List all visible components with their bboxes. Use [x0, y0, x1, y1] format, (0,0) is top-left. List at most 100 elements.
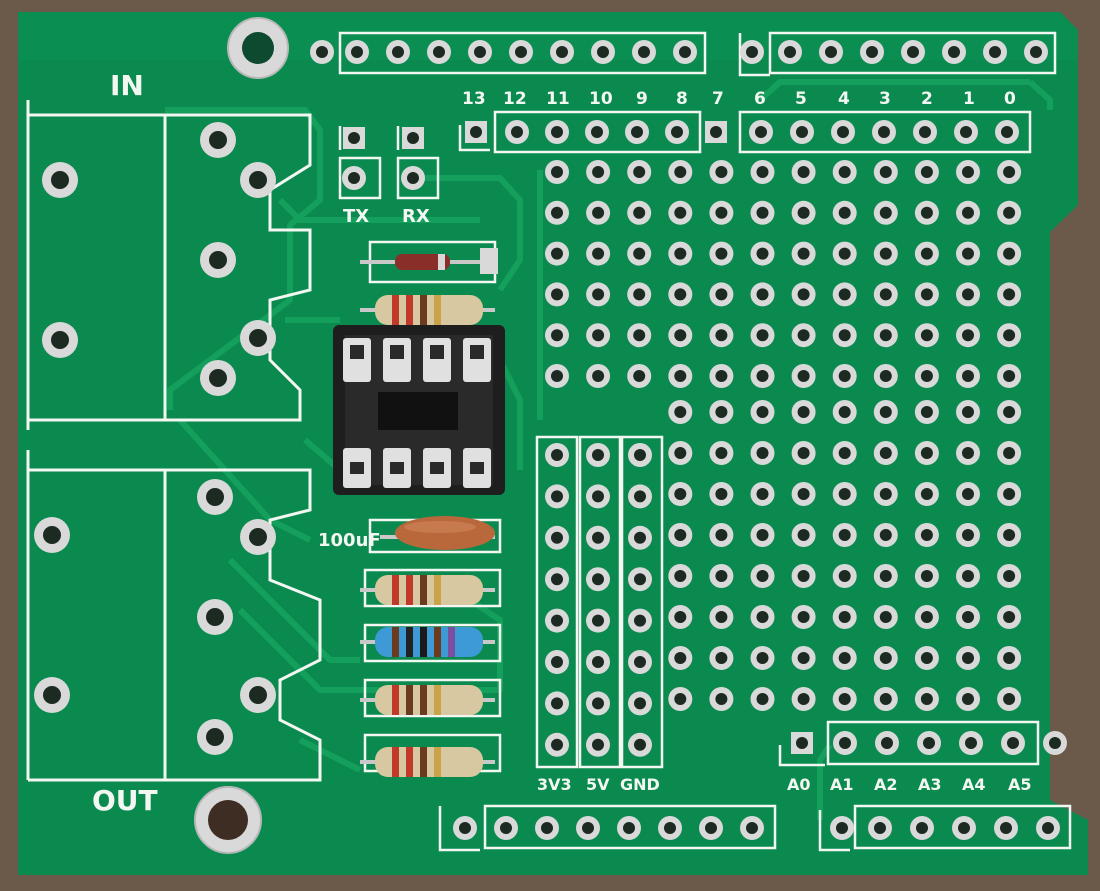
through-hole	[668, 564, 693, 588]
through-hole	[791, 687, 816, 711]
through-hole	[956, 441, 980, 465]
through-hole	[658, 816, 682, 840]
through-hole	[997, 364, 1022, 388]
through-hole	[668, 323, 693, 348]
through-hole	[709, 160, 734, 184]
through-hole	[994, 816, 1018, 840]
through-hole	[914, 400, 939, 424]
through-hole	[914, 482, 939, 506]
through-hole	[709, 241, 734, 266]
label-pin-9: 9	[636, 89, 648, 109]
ic-socket	[333, 325, 505, 495]
through-hole	[1001, 731, 1025, 755]
label-gnd: GND	[620, 775, 660, 794]
through-hole	[545, 364, 569, 388]
through-hole	[668, 364, 693, 388]
through-hole	[627, 282, 652, 307]
resistors	[360, 295, 495, 777]
through-hole	[873, 400, 898, 424]
through-hole	[791, 441, 816, 465]
through-hole	[545, 323, 569, 348]
through-hole	[942, 40, 966, 64]
connector-hole	[240, 162, 276, 198]
digital-pin-labels: 13 12 11 10 9 8 7 6 5 4 3 2 1 0	[462, 89, 1016, 109]
label-out: OUT	[92, 784, 158, 817]
label-pin-7: 7	[712, 89, 724, 109]
through-hole	[709, 687, 734, 711]
header-outlines	[338, 31, 1072, 852]
through-hole	[749, 120, 773, 144]
through-hole	[740, 40, 764, 64]
through-hole	[956, 160, 980, 184]
through-hole	[832, 441, 857, 465]
connector-hole	[240, 519, 276, 555]
through-hole	[545, 650, 569, 674]
through-hole	[914, 441, 939, 465]
through-hole	[791, 564, 816, 588]
through-hole	[791, 323, 816, 348]
through-hole	[1036, 816, 1060, 840]
through-hole	[709, 523, 734, 547]
through-hole	[509, 40, 533, 64]
through-hole	[832, 400, 857, 424]
through-hole	[1024, 40, 1048, 64]
through-hole	[875, 731, 899, 755]
connector-hole	[240, 677, 276, 713]
connector-hole	[200, 360, 236, 396]
through-hole	[873, 200, 898, 225]
through-hole	[545, 120, 569, 144]
through-hole	[750, 687, 775, 711]
through-hole	[586, 525, 610, 550]
through-hole	[545, 608, 569, 633]
through-hole	[545, 732, 569, 757]
through-hole	[709, 482, 734, 506]
through-hole	[545, 525, 569, 550]
through-hole	[576, 816, 600, 840]
through-hole	[628, 484, 652, 509]
through-hole	[901, 40, 925, 64]
through-hole	[997, 323, 1022, 348]
label-pin-10: 10	[589, 89, 613, 109]
through-hole	[997, 646, 1022, 670]
through-hole	[819, 40, 843, 64]
through-hole	[956, 605, 980, 629]
through-hole	[873, 646, 898, 670]
through-hole	[709, 441, 734, 465]
through-hole	[831, 120, 855, 144]
through-hole	[709, 323, 734, 348]
through-hole	[586, 650, 610, 674]
through-hole	[545, 160, 569, 184]
through-hole	[832, 241, 857, 266]
through-hole	[586, 691, 610, 716]
through-hole	[591, 40, 615, 64]
through-hole	[627, 200, 652, 225]
through-hole	[956, 241, 980, 266]
through-hole	[791, 282, 816, 307]
through-hole	[617, 816, 641, 840]
through-hole	[791, 482, 816, 506]
connector-hole	[200, 242, 236, 278]
through-hole	[545, 200, 569, 225]
through-hole	[750, 482, 775, 506]
through-hole	[956, 687, 980, 711]
through-hole	[832, 482, 857, 506]
through-hole	[699, 816, 723, 840]
through-hole	[668, 605, 693, 629]
mounting-hole-top	[227, 17, 289, 79]
through-hole	[402, 127, 424, 149]
through-hole	[914, 564, 939, 588]
through-hole	[832, 200, 857, 225]
label-pin-5: 5	[795, 89, 807, 109]
through-hole	[673, 40, 697, 64]
through-hole	[914, 282, 939, 307]
through-hole	[628, 732, 652, 757]
connector-hole	[42, 162, 78, 198]
through-hole	[709, 364, 734, 388]
through-hole	[343, 127, 365, 149]
through-hole	[952, 816, 976, 840]
through-hole	[750, 564, 775, 588]
through-hole	[628, 650, 652, 674]
connector-hole	[200, 122, 236, 158]
through-hole	[873, 687, 898, 711]
